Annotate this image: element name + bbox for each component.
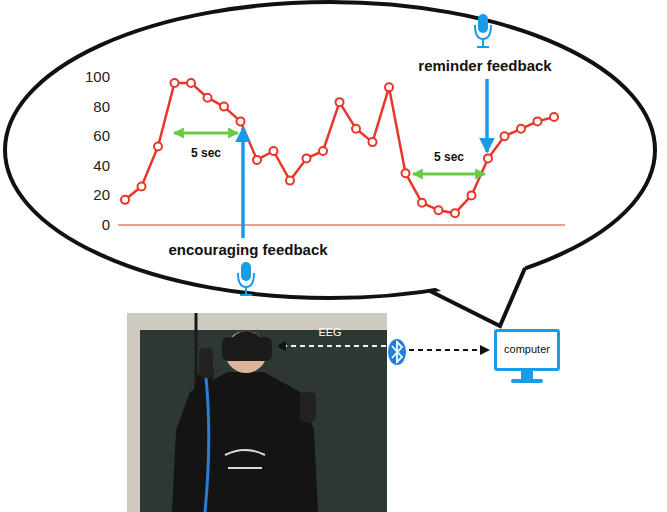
shirt-print: [225, 450, 265, 468]
data-point: [352, 125, 360, 133]
photo: [127, 313, 387, 512]
interval-arrow: [413, 173, 485, 176]
microphone-icon: [475, 14, 491, 47]
data-point: [154, 143, 162, 151]
data-point: [319, 147, 327, 155]
wireless-link: [277, 345, 386, 347]
feedback-arrow: [241, 128, 245, 238]
controller-right: [300, 392, 316, 422]
data-point: [550, 113, 558, 121]
microphone-icon: [238, 262, 254, 295]
chalkboard: [140, 330, 387, 512]
bluetooth-icon: [388, 339, 406, 365]
interval-arrow: [174, 132, 238, 135]
data-point: [402, 169, 410, 177]
axis-tick: 60: [93, 127, 110, 145]
data-point: [336, 98, 344, 106]
interval-label: 5 sec: [434, 150, 464, 164]
interval-label: 5 sec: [191, 146, 221, 160]
monitor-stand: [521, 371, 533, 379]
axis-tick: 80: [93, 98, 110, 116]
data-point: [138, 183, 146, 191]
data-point: [204, 94, 212, 102]
bubble-tail: [430, 268, 525, 326]
wireless-link: [409, 349, 489, 351]
speech-bubble: [5, 2, 655, 298]
axis-tick: 20: [93, 186, 110, 204]
photo-wall: [127, 313, 387, 512]
monitor-base: [511, 379, 543, 383]
controller-left: [199, 348, 213, 378]
data-point: [187, 79, 195, 87]
data-point: [171, 79, 179, 87]
data-point: [418, 199, 426, 207]
axis-tick: 40: [93, 157, 110, 175]
data-point: [303, 154, 311, 162]
data-point: [270, 147, 278, 155]
computer-monitor: computer: [494, 329, 560, 371]
data-point: [451, 209, 459, 217]
feedback-label: reminder feedback: [418, 57, 551, 75]
data-point: [435, 206, 443, 214]
data-point: [121, 196, 129, 204]
feedback-label: encouraging feedback: [168, 241, 327, 259]
axis-tick: 100: [85, 68, 110, 86]
data-point: [253, 156, 261, 164]
signal-label: EEG: [318, 326, 341, 339]
cable: [205, 378, 209, 512]
data-point: [369, 138, 377, 146]
data-point: [237, 117, 245, 125]
data-point: [517, 125, 525, 133]
data-point: [468, 191, 476, 199]
data-point: [484, 154, 492, 162]
data-point: [286, 177, 294, 185]
node-label: computer: [504, 343, 550, 356]
x-axis: [118, 225, 565, 226]
feedback-arrow: [485, 79, 489, 152]
bluetooth-rune: [392, 342, 402, 362]
data-point: [534, 117, 542, 125]
attention-line: [125, 83, 554, 213]
data-point: [385, 83, 393, 91]
data-point: [220, 103, 228, 111]
vr-headset: [222, 337, 272, 361]
data-point: [501, 132, 509, 140]
axis-tick: 0: [102, 216, 110, 234]
